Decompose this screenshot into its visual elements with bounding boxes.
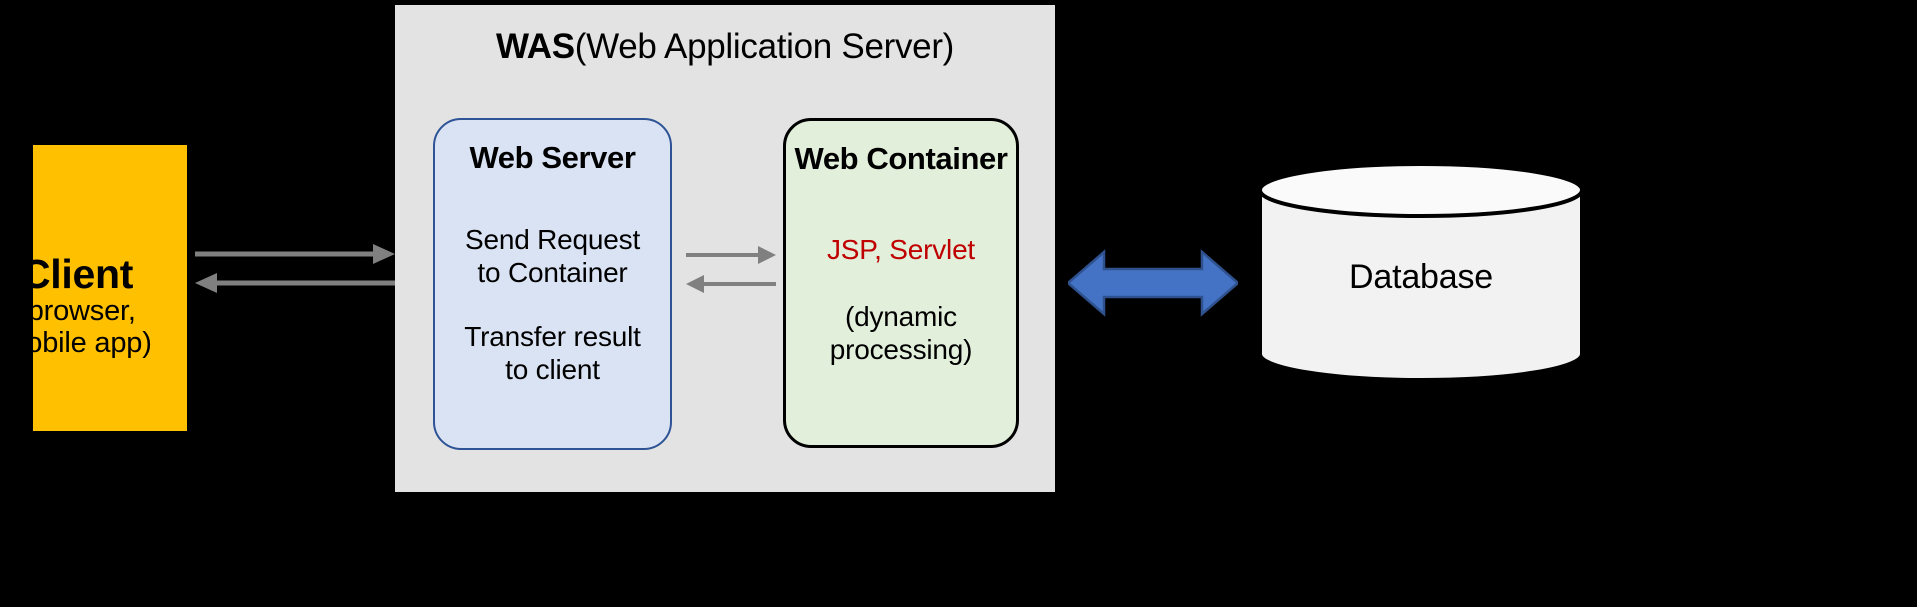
container-to-database-double-arrow — [1068, 249, 1238, 317]
web-server-title: Web Server — [469, 140, 636, 175]
container-to-server-response-arrow — [686, 275, 776, 293]
web-container-note: (dynamic processing) — [774, 300, 1028, 366]
was-to-client-response-arrow — [195, 273, 395, 293]
client-title: Client — [20, 251, 134, 297]
web-container-note-line-1: (dynamic — [845, 301, 957, 332]
client-label-group: Client (browser, Mobile app) — [0, 252, 182, 359]
web-container-note-line-2: processing) — [829, 334, 973, 366]
web-server-line-4: to client — [505, 354, 600, 386]
server-to-container-request-arrow — [686, 246, 776, 264]
client-to-was-request-arrow — [195, 244, 395, 264]
web-container-tech-label: JSP, Servlet — [826, 234, 976, 265]
web-server-line-3: Transfer result — [464, 321, 641, 352]
web-server-box[interactable]: Web Server Send Request to Container Tra… — [433, 118, 672, 450]
client-box — [33, 145, 187, 431]
web-container-box[interactable]: Web Container JSP, Servlet (dynamic proc… — [783, 118, 1019, 448]
web-server-description-2: Transfer result to client — [423, 320, 682, 386]
database-label: Database — [1349, 258, 1493, 296]
client-subtitle-line-1: (browser, — [18, 295, 136, 328]
client-subtitle-line-2: Mobile app) — [2, 326, 152, 359]
web-container-title: Web Container — [794, 141, 1008, 176]
web-server-description-1: Send Request to Container — [423, 223, 682, 289]
was-title-bold: WAS — [495, 27, 575, 66]
was-title: WAS(Web Application Server) — [395, 27, 1055, 67]
database-cylinder-icon — [1258, 162, 1584, 382]
web-server-line-1: Send Request — [464, 224, 641, 255]
was-title-regular: (Web Application Server) — [574, 27, 955, 66]
web-server-line-2: to Container — [477, 257, 628, 289]
